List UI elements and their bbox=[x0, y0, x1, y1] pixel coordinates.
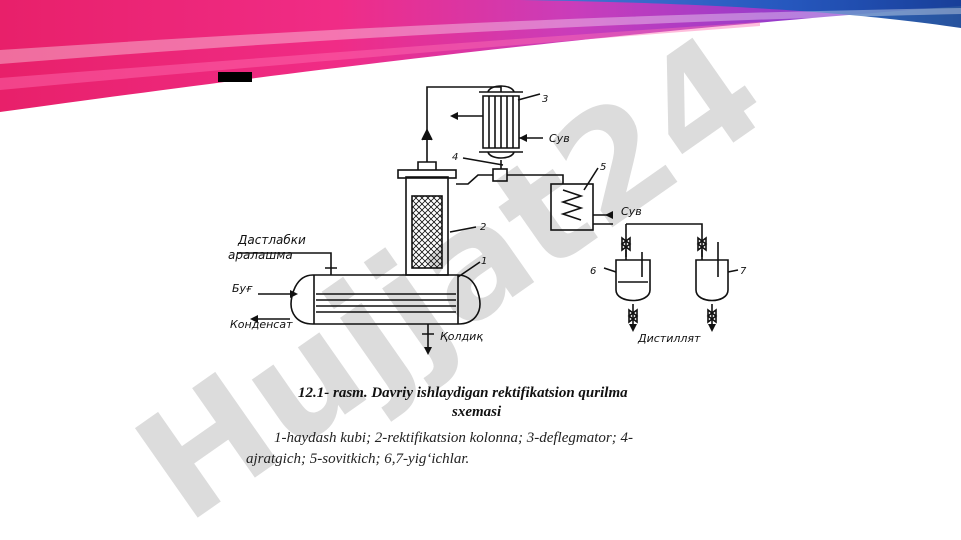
num-3: 3 bbox=[542, 94, 548, 105]
receiver-7 bbox=[695, 242, 729, 324]
label-distillate: Дистиллят bbox=[637, 332, 701, 345]
vapor-line bbox=[426, 86, 502, 162]
caption-title-line2: sxemasi bbox=[452, 404, 502, 420]
header-swoosh bbox=[0, 0, 961, 112]
num-2: 2 bbox=[480, 222, 486, 233]
caption-title-line1: 12.1- rasm. Davriy ishlaydigan rektifika… bbox=[298, 385, 628, 401]
pink-swoosh bbox=[0, 0, 961, 112]
caption-desc-line1: 1-haydash kubi; 2-rektifikatsion kolonna… bbox=[274, 430, 633, 446]
blue-swoosh bbox=[520, 0, 961, 28]
num-7: 7 bbox=[740, 266, 747, 277]
label-residue: Қолдиқ bbox=[440, 330, 483, 343]
num-4: 4 bbox=[452, 152, 458, 163]
caption-desc-line2: ajratgich; 5-sovitkich; 6,7-yig‘ichlar. bbox=[246, 451, 470, 467]
label-water-2: Сув bbox=[621, 205, 642, 218]
cooler bbox=[550, 183, 613, 231]
figure-caption-description: 1-haydash kubi; 2-rektifikatsion kolonna… bbox=[246, 428, 726, 470]
column bbox=[397, 161, 457, 276]
num-5: 5 bbox=[600, 162, 606, 173]
num-1: 1 bbox=[481, 256, 487, 267]
distillate-lines bbox=[625, 223, 703, 257]
image-corner-mark bbox=[218, 72, 252, 82]
label-feed-2: аралашма bbox=[228, 248, 293, 262]
separator bbox=[492, 168, 508, 182]
feed-line bbox=[238, 252, 332, 268]
figure-caption-title: 12.1- rasm. Davriy ishlaydigan rektifika… bbox=[230, 384, 790, 422]
label-steam: Буғ bbox=[232, 282, 253, 295]
deflegmator bbox=[479, 85, 523, 159]
num-6: 6 bbox=[590, 266, 596, 277]
still-vessel bbox=[290, 267, 481, 335]
distillation-diagram: Дастлабки аралашма Буғ Конденсат Қолдиқ … bbox=[218, 72, 747, 355]
label-feed: Дастлабки bbox=[237, 233, 306, 247]
receiver-6 bbox=[615, 250, 651, 324]
label-condensate: Конденсат bbox=[230, 318, 293, 331]
label-water-1: Сув bbox=[549, 132, 570, 145]
